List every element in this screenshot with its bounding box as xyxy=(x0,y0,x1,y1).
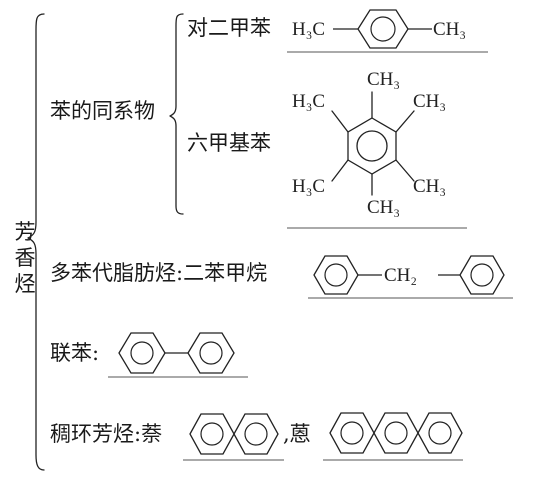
hmb-bottom-right-group: CH₃ xyxy=(413,176,446,197)
dpm-left-ring xyxy=(313,255,359,295)
hexamethylbenzene-structure: CH₃ H₃C CH₃ H₃C CH₃ CH₃ xyxy=(292,69,446,218)
hmb-bottom-left-group: H₃C xyxy=(292,176,325,197)
homologs-brace xyxy=(169,13,184,215)
hmb-top-group: CH₃ xyxy=(367,69,400,90)
root-label-char-3: 烃 xyxy=(14,272,36,296)
naphthalene-outline xyxy=(189,413,279,455)
root-label-char-2: 香 xyxy=(14,246,36,270)
biphenyl-left-ring-circle xyxy=(130,341,154,365)
hmb-bottom-group: CH₃ xyxy=(367,197,400,218)
para-xylene-name: 对二甲苯 xyxy=(187,16,271,40)
anthracene-label: ,蒽 xyxy=(283,422,311,446)
fused-label: 稠环芳烃:萘 xyxy=(50,422,163,446)
root-label: 芳 香 烃 xyxy=(13,219,37,297)
hmb-bond-top-left xyxy=(331,110,349,133)
root-label-char-1: 芳 xyxy=(14,220,36,244)
anthracene-ring-circle-3 xyxy=(428,421,452,445)
dpm-bridge-group: CH₂ xyxy=(384,265,417,286)
hexamethylbenzene-name: 六甲基苯 xyxy=(187,131,271,155)
naphthalene-structure xyxy=(189,413,279,455)
hmb-bond-bottom-left xyxy=(331,159,349,182)
diphenylmethane-structure xyxy=(313,255,505,295)
hmb-bond-top-right xyxy=(395,110,415,133)
para-xylene-right-group: CH₃ xyxy=(433,19,466,40)
dpm-right-ring xyxy=(459,255,505,295)
hmb-ring-circle xyxy=(356,130,388,162)
homologs-label: 苯的同系物 xyxy=(50,99,155,123)
anthracene-structure xyxy=(329,412,463,454)
main-brace xyxy=(27,13,45,471)
para-xylene-ring xyxy=(357,9,409,49)
hmb-top-right-group: CH₃ xyxy=(413,91,446,112)
para-xylene-left-group: H₃C xyxy=(292,19,325,40)
biphenyl-right-ring-circle xyxy=(199,341,223,365)
para-xylene-structure: H₃C CH₃ xyxy=(292,9,466,49)
biphenyl-right-ring xyxy=(187,332,235,374)
naphthalene-ring-circle-1 xyxy=(200,422,224,446)
hmb-top-left-group: H₃C xyxy=(292,91,325,112)
anthracene-ring-circle-1 xyxy=(340,421,364,445)
dpm-left-ring-circle xyxy=(324,263,348,287)
biphenyl-left-ring xyxy=(118,332,166,374)
anthracene-outline xyxy=(329,412,463,454)
biphenyl-label: 联苯: xyxy=(50,341,100,365)
hmb-bond-bottom-right xyxy=(395,159,415,182)
polyphenyl-label: 多苯代脂肪烃:二苯甲烷 xyxy=(50,261,268,285)
para-xylene-ring-circle xyxy=(370,16,396,42)
hmb-ring xyxy=(347,117,397,175)
biphenyl-structure xyxy=(118,332,235,374)
naphthalene-ring-circle-2 xyxy=(244,422,268,446)
anthracene-ring-circle-2 xyxy=(384,421,408,445)
dpm-right-ring-circle xyxy=(470,263,494,287)
